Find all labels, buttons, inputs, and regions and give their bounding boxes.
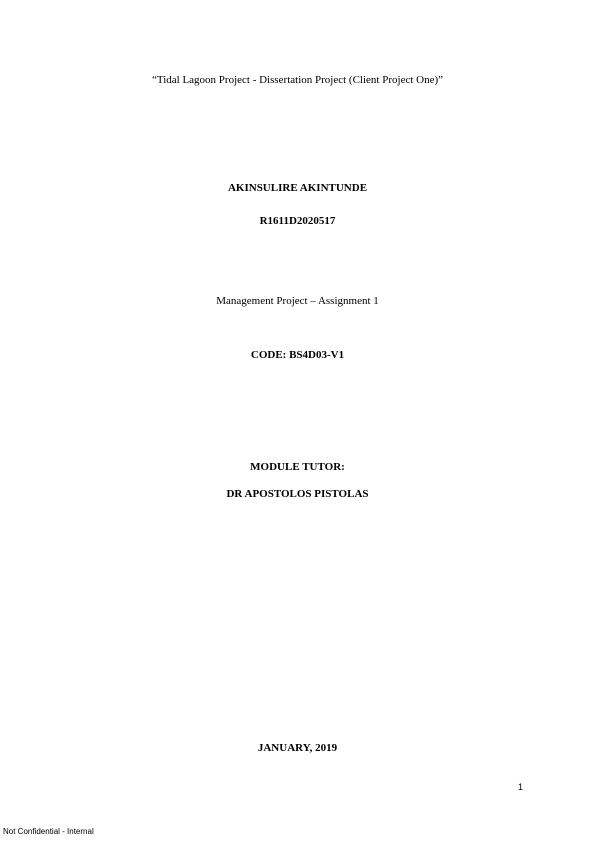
submission-date: JANUARY, 2019 — [257, 742, 338, 754]
tutor-name: DR APOSTOLOS PISTOLAS — [226, 488, 369, 500]
student-id: R1611D2020517 — [259, 215, 336, 227]
student-name: AKINSULIRE AKINTUNDE — [227, 182, 368, 194]
tutor-heading: MODULE TUTOR: — [250, 461, 345, 473]
classification-label: Not Confidential - Internal — [3, 827, 94, 836]
page-number: 1 — [517, 782, 523, 792]
assignment-title: Management Project – Assignment 1 — [216, 295, 379, 307]
project-title: “Tidal Lagoon Project - Dissertation Pro… — [151, 74, 444, 86]
module-code: CODE: BS4D03-V1 — [250, 349, 345, 361]
